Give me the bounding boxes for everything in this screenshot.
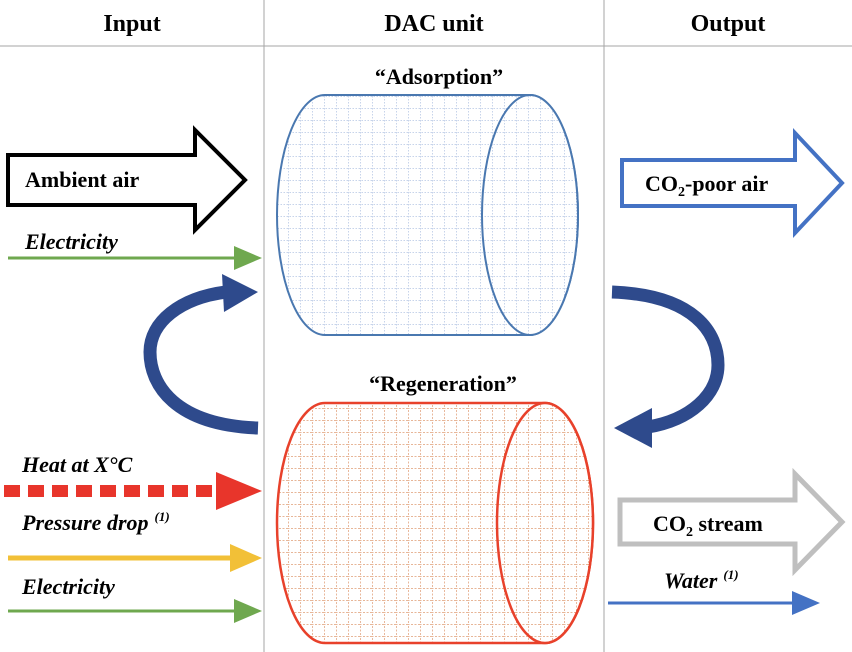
pressure-drop-note: (1) <box>155 509 170 524</box>
water-arrowhead <box>792 591 820 615</box>
ambient-air-arrow <box>6 125 248 235</box>
heat-label: Heat at X°C <box>21 452 133 477</box>
co2-poor-air-label: CO2-poor air <box>645 171 769 200</box>
cycle-arrow-left <box>143 274 259 435</box>
water-text: Water <box>664 568 718 593</box>
co2-stream-label: CO2 stream <box>653 511 763 540</box>
co2-stream-subscript: 2 <box>686 525 693 540</box>
header-input: Input <box>103 11 160 37</box>
water-note: (1) <box>723 567 738 582</box>
heat-arrowhead <box>216 472 262 510</box>
ambient-air-label: Ambient air <box>25 167 140 192</box>
co2-poor-air-suffix: -poor air <box>685 171 769 196</box>
water-label: Water (1) <box>664 567 739 593</box>
electricity-top-arrowhead <box>234 246 262 270</box>
co2-poor-air-prefix: CO <box>645 171 678 196</box>
co2-stream-suffix: stream <box>693 511 763 536</box>
adsorption-cylinder <box>276 94 579 336</box>
electricity-top-label: Electricity <box>24 229 118 254</box>
co2-stream-arrow <box>617 467 846 577</box>
cycle-arrow-right <box>611 285 725 448</box>
pressure-drop-arrowhead <box>230 544 262 572</box>
regeneration-label: “Regeneration” <box>369 371 517 396</box>
co2-poor-air-subscript: 2 <box>678 185 685 200</box>
adsorption-label: “Adsorption” <box>375 64 503 89</box>
co2-stream-prefix: CO <box>653 511 686 536</box>
pressure-drop-text: Pressure drop <box>21 510 149 535</box>
header-dac-unit: DAC unit <box>384 11 483 37</box>
pressure-drop-label: Pressure drop (1) <box>21 509 170 535</box>
co2-poor-air-arrow <box>620 127 845 239</box>
header-output: Output <box>691 11 766 37</box>
regeneration-cylinder <box>275 401 595 645</box>
electricity-bottom-label: Electricity <box>21 574 115 599</box>
electricity-bottom-arrowhead <box>234 599 262 623</box>
